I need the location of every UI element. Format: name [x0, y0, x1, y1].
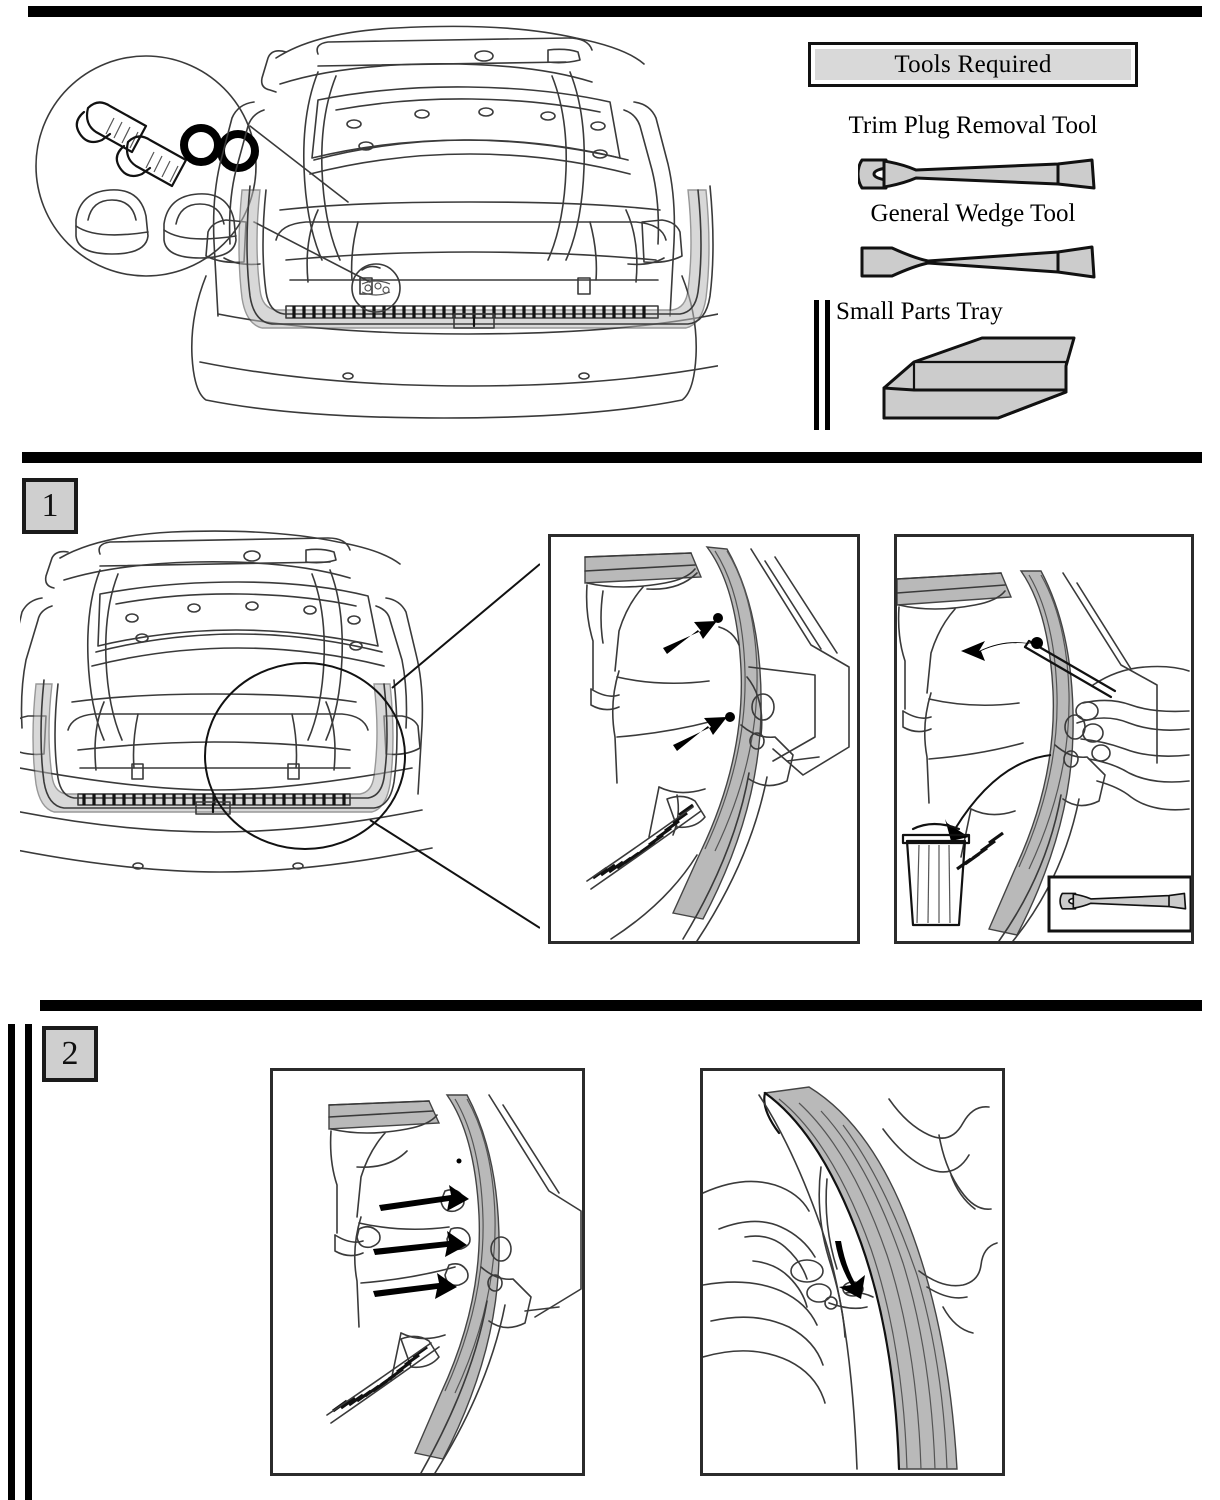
tool-label-general-wedge: General Wedge Tool: [870, 200, 1076, 227]
o-ring-washer: [217, 130, 259, 172]
trash-can-icon: [901, 822, 971, 927]
step-1-callout-ellipse: [204, 563, 540, 929]
body-panel-lines: [329, 1114, 456, 1382]
sill-trim-hatched: [285, 305, 659, 329]
hands: [703, 1180, 874, 1404]
release-arrow: [373, 1231, 467, 1257]
rubber-grommet-mount: [163, 193, 237, 259]
divider-rule-step-1: [22, 452, 1202, 463]
step-1-clip-locations-panel: [548, 534, 860, 944]
divider-rule-top: [28, 6, 1202, 17]
clip-location-marker: [663, 613, 723, 654]
right-structure: [740, 548, 850, 787]
trim-plug-screw: [115, 135, 188, 188]
trunk-lid: [44, 530, 401, 667]
tool-label-small-parts-tray: Small Parts Tray: [836, 298, 1003, 325]
side-bar-inner: [25, 1024, 32, 1500]
trunk-interior: [67, 693, 369, 780]
tray-side-bars: [812, 300, 834, 430]
step-number-badge-2: 2: [42, 1026, 98, 1082]
step-number-badge-1: 1: [22, 478, 78, 534]
rubber-grommet-mount: [75, 189, 149, 255]
body-panel-lines: [882, 1098, 998, 1334]
clip-location-marker: [673, 712, 735, 751]
tools-required-box: Tools Required: [808, 42, 1138, 87]
o-ring-washer: [180, 124, 222, 166]
vehicle-body: [190, 101, 718, 419]
sill-trim-hatched: [326, 1335, 440, 1424]
trunk-hinges: [302, 71, 586, 261]
tools-required-title: Tools Required: [815, 49, 1131, 80]
inset-tool-box: [1047, 875, 1191, 933]
hand-with-tool: [1023, 639, 1190, 811]
small-parts-tray-icon: [870, 332, 1080, 424]
step-1-clip-removal-panel: [894, 534, 1194, 944]
sill-trim-hatched: [956, 831, 1004, 871]
divider-rule-step-2: [40, 1000, 1202, 1011]
step-2-weatherstrip-pullback-panel: [700, 1068, 1005, 1476]
vehicle-body: [20, 597, 433, 873]
sill-trim-hatched: [586, 795, 706, 890]
trunk-lid: [260, 25, 645, 175]
side-bar-outer: [8, 1024, 15, 1500]
body-panel-lines: [585, 568, 740, 838]
step-1-vehicle-illustration: [20, 528, 540, 938]
release-arrow: [373, 1273, 457, 1299]
pry-arrow: [961, 637, 1043, 661]
hardware-callout-circle: [35, 55, 371, 283]
sill-trim-hatched: [77, 793, 351, 815]
latch-detail-target: [351, 263, 401, 313]
trim-plug-screw: [75, 101, 148, 154]
body-panel-lines: [897, 590, 1024, 858]
trunk-hinges: [86, 569, 344, 741]
release-arrow: [379, 1185, 469, 1211]
general-wedge-tool-icon: [858, 240, 1098, 284]
tool-label-trim-plug-removal: Trim Plug Removal Tool: [848, 112, 1098, 139]
step-2-trim-release-panel: [270, 1068, 585, 1476]
trunk-opening: [32, 679, 398, 813]
trim-plug-removal-tool-icon: [858, 152, 1098, 196]
vehicle-overview-illustration: [18, 14, 718, 434]
pullback-arrow: [835, 1241, 865, 1299]
